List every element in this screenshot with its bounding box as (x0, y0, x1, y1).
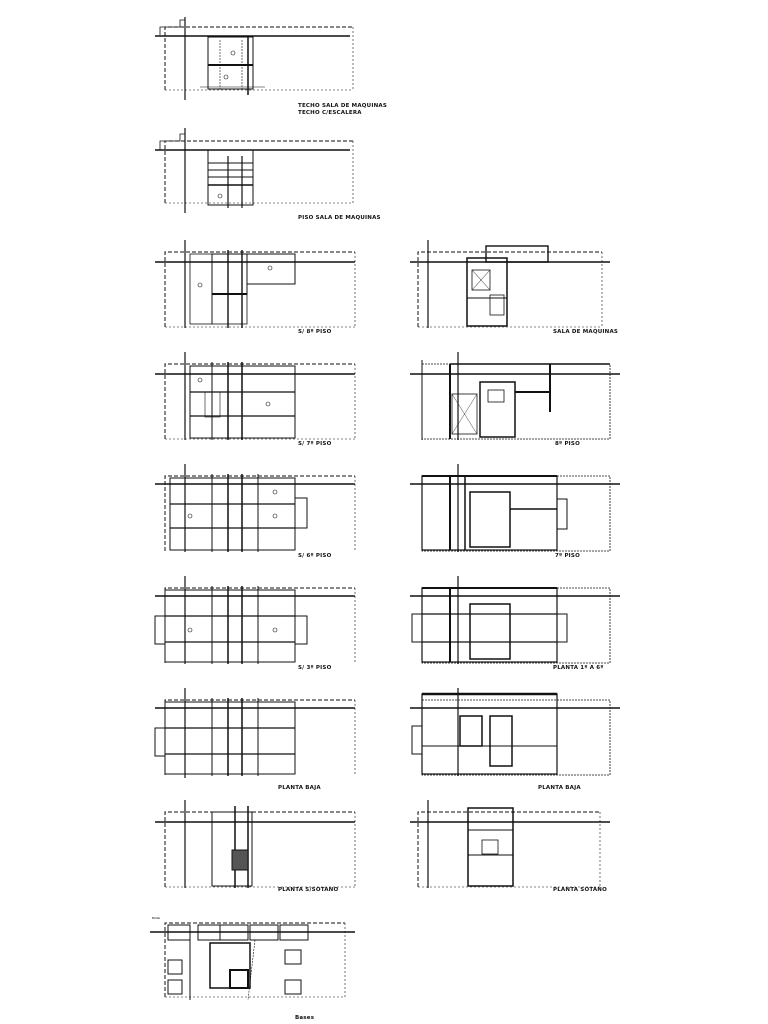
plan-s-8-piso: S/ 8º PISO (150, 240, 370, 345)
plan-planta-baja-right: PLANTA BAJA (410, 688, 630, 793)
plan-label: 7º PISO (555, 553, 580, 559)
plan-s-6-piso: S/ 6º PISO (150, 464, 370, 569)
floor-plan-drawing: BASE (150, 916, 355, 1001)
plan-label: PISO SALA DE MAQUINAS (298, 215, 381, 221)
plan-label: 8º PISO (555, 441, 580, 447)
plan-label: TECHO SALA DE MAQUINAS (298, 103, 388, 109)
floor-plan-drawing (154, 688, 356, 778)
plan-sala-de-maquinas: SALA DE MAQUINAS (410, 240, 630, 345)
plan-label: S/ 3º PISO (298, 665, 332, 671)
plan-label: PLANTA BAJA (278, 785, 321, 791)
plan-label: TECHO C/ESCALERA (298, 110, 362, 116)
plan-planta-sotano: PLANTA SOTANO (410, 800, 630, 900)
floor-plan-drawing (155, 464, 356, 552)
plan-techo-sala-maquinas: TECHO SALA DE MAQUINAS TECHO C/ESCALERA (150, 15, 387, 125)
plan-7-piso: 7º PISO (410, 464, 630, 569)
floor-plan-drawing (410, 352, 620, 440)
floor-plan-drawing (155, 240, 356, 328)
plan-label: PLANTA S/SOTANO (278, 887, 339, 893)
plan-label: S/ 6º PISO (298, 553, 332, 559)
plan-label: S/ 7º PISO (298, 441, 332, 447)
plan-label: SALA DE MAQUINAS (553, 329, 619, 335)
plan-planta-baja-left: PLANTA BAJA (150, 688, 370, 793)
floor-plan-drawing (410, 240, 610, 328)
plan-planta-1-a-6: PLANTA 1º A 6º (410, 576, 630, 681)
plan-planta-s-sotano: PLANTA S/SOTANO (150, 800, 370, 900)
plan-piso-sala-maquinas: PISO SALA DE MAQUINAS (150, 128, 381, 233)
plan-s-3-piso: S/ 3º PISO (150, 576, 370, 681)
floor-plan-drawing (410, 800, 610, 888)
plan-label: PLANTA SOTANO (553, 887, 607, 893)
floor-plan-drawing (154, 576, 356, 664)
floor-plan-drawing (410, 688, 620, 776)
floor-plan-drawing (155, 800, 356, 888)
plan-8-piso: 8º PISO (410, 352, 630, 457)
plan-s-7-piso: S/ 7º PISO (150, 352, 370, 457)
svg-text:BASE: BASE (152, 916, 160, 920)
floor-plan-drawing (155, 128, 354, 213)
floor-plan-drawing (155, 352, 356, 440)
floor-plan-drawing (155, 17, 354, 100)
plan-label: PLANTA 1º A 6º (553, 665, 604, 671)
plan-bases: BASE Bases (150, 905, 370, 1024)
floor-plan-drawing (410, 576, 620, 664)
plan-label: PLANTA BAJA (538, 785, 581, 791)
plan-label: Bases (295, 1015, 315, 1021)
plan-label: S/ 8º PISO (298, 329, 332, 335)
floor-plan-drawing (410, 464, 620, 552)
